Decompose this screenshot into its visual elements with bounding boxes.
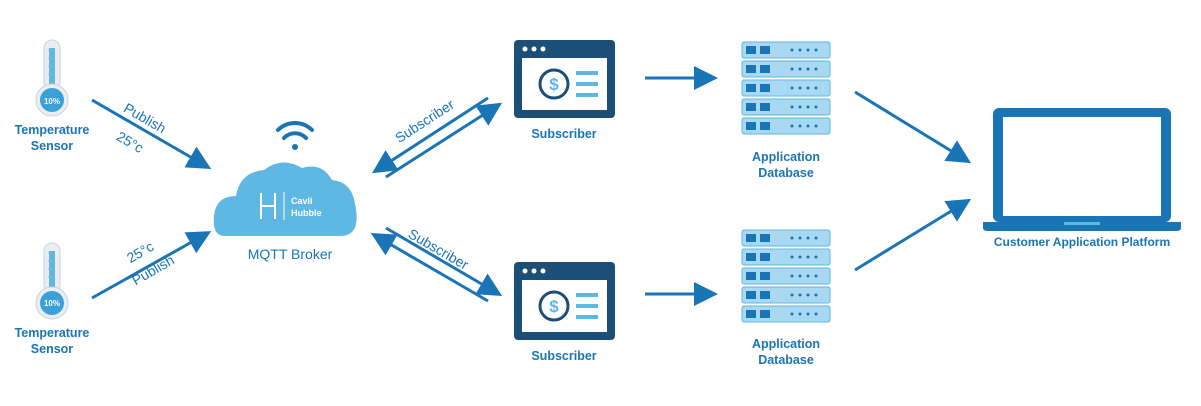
svg-text:$: $ <box>549 297 559 316</box>
database-label: Application Database <box>726 336 846 368</box>
subscribe-arrow <box>385 102 503 179</box>
svg-text:$: $ <box>549 75 559 94</box>
flow-arrow <box>854 90 972 164</box>
platform-label: Customer Application Platform <box>993 235 1171 249</box>
publish-arrow <box>91 231 212 300</box>
database-label-line2: Database <box>758 166 814 180</box>
sensor-label: Temperature Sensor <box>2 325 102 357</box>
database-label-line1: Application <box>751 150 821 164</box>
publish-arrow <box>91 98 212 170</box>
laptop-icon <box>983 108 1181 231</box>
sensor-reading: 10% <box>44 299 60 308</box>
sensor-label-line2: Sensor <box>30 139 74 153</box>
database-label-line2: Database <box>758 353 814 367</box>
subscribe-arrow <box>385 226 503 297</box>
thermometer-icon <box>35 242 69 320</box>
thermometer-icon <box>35 39 69 117</box>
subscribe-arrow <box>371 96 489 174</box>
subscriber-label: Subscriber <box>531 349 597 363</box>
server-rack-icon <box>741 41 831 135</box>
subscriber-window-icon: $ <box>514 262 615 340</box>
sensor-label-line2: Sensor <box>30 342 74 356</box>
subscribe-arrow <box>370 232 489 303</box>
flow-arrow <box>854 198 972 272</box>
sensor-label: Temperature Sensor <box>2 122 102 154</box>
broker-label: MQTT Broker <box>247 246 333 262</box>
database-label-line1: Application <box>751 337 821 351</box>
wifi-icon <box>276 120 314 150</box>
sensor-label-line1: Temperature <box>14 123 90 137</box>
subscriber-label: Subscriber <box>531 127 597 141</box>
subscriber-window-icon: $ <box>514 40 615 118</box>
database-label: Application Database <box>726 149 846 181</box>
server-rack-icon <box>741 229 831 323</box>
cavli-hubble-logo <box>260 192 285 220</box>
logo-line2: Hubble <box>291 208 322 218</box>
sensor-label-line1: Temperature <box>14 326 90 340</box>
sensor-reading: 10% <box>44 97 60 106</box>
cloud-icon <box>213 162 357 236</box>
logo-line1: Cavli <box>291 196 313 206</box>
